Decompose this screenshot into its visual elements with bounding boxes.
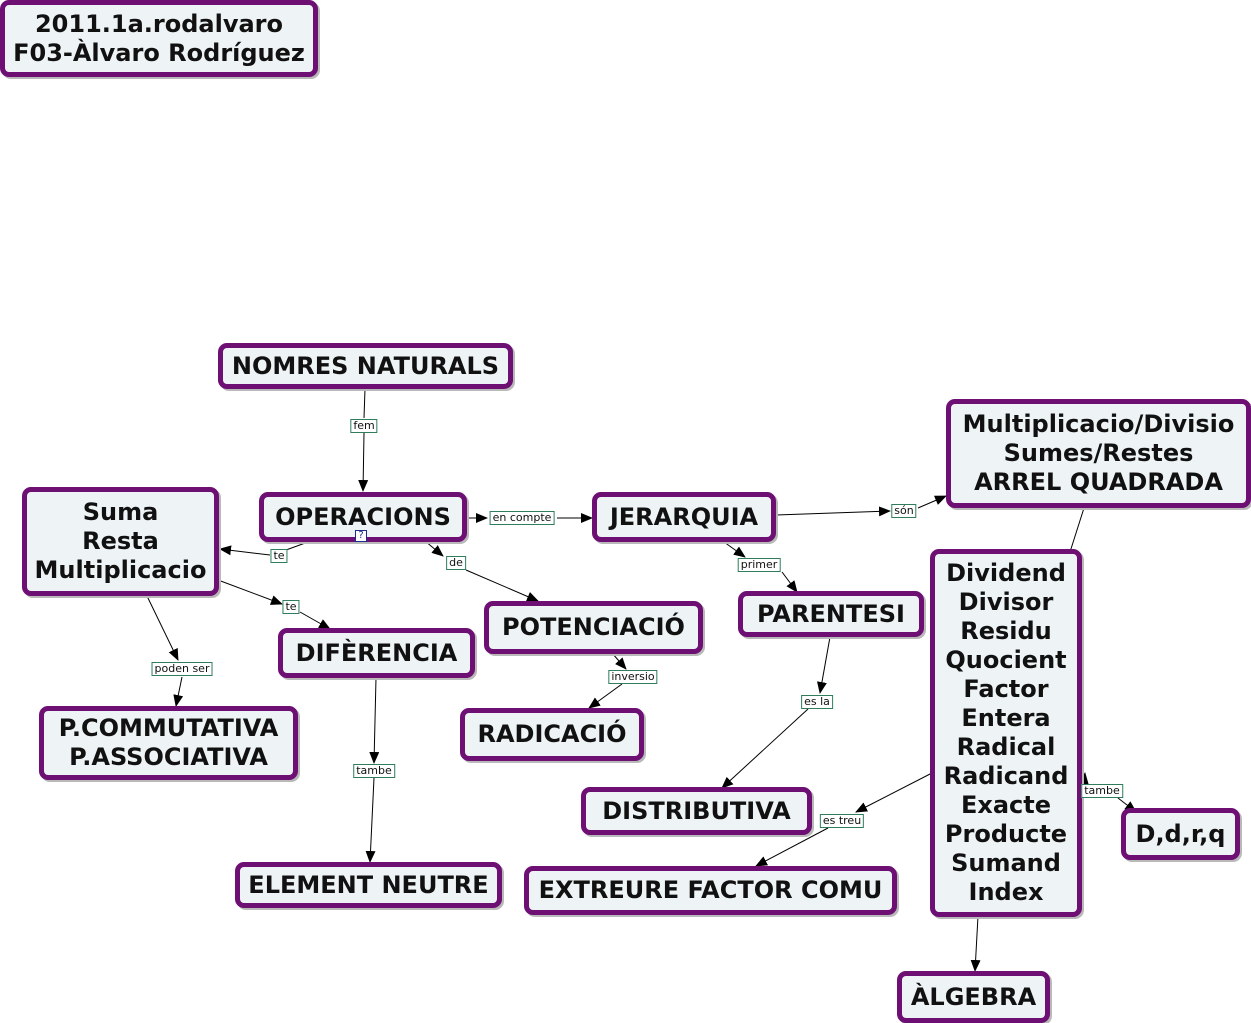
link-label-te[interactable]: te [270, 549, 288, 563]
concept-propietats[interactable]: P.COMMUTATIVA P.ASSOCIATIVA [39, 706, 298, 780]
concept-label: DISTRIBUTIVA [602, 796, 791, 825]
link-label-de[interactable]: de [446, 556, 466, 570]
link-label-primer[interactable]: primer [737, 558, 781, 572]
concept-nombres-naturals[interactable]: NOMRES NATURALS [218, 343, 513, 389]
concept-label-3: ARREL QUADRADA [974, 468, 1223, 496]
concept-label-11: Sumand [951, 849, 1061, 877]
concept-label-12: Index [968, 878, 1044, 906]
concept-label-2: Resta [82, 527, 159, 555]
concept-label-3: Multiplicacio [34, 556, 207, 584]
link-label-tambe[interactable]: tambe [353, 764, 395, 778]
question-doc-icon[interactable]: ? [355, 530, 367, 542]
concept-label: DIFÈRENCIA [295, 638, 458, 667]
concept-label: EXTREURE FACTOR COMU [538, 876, 883, 904]
concept-label: D,d,r,q [1135, 819, 1226, 848]
concept-extreure-factor-comu[interactable]: EXTREURE FACTOR COMU [524, 866, 897, 915]
concept-element-neutre[interactable]: ELEMENT NEUTRE [235, 862, 502, 908]
link-label-te-2[interactable]: te [282, 600, 300, 614]
link-label-son[interactable]: són [891, 504, 917, 518]
concept-label-5: Factor [963, 675, 1049, 703]
concept-label-9: Exacte [960, 791, 1052, 819]
concept-label-7: Radical [956, 733, 1056, 761]
concept-label: NOMRES NATURALS [231, 351, 500, 380]
concept-radicacio[interactable]: RADICACIÓ [460, 708, 644, 761]
title-node[interactable]: 2011.1a.rodalvaro F03-Àlvaro Rodríguez [0, 0, 318, 77]
title-line-1: 2011.1a.rodalvaro [34, 9, 283, 38]
concept-label: ÀLGEBRA [910, 982, 1037, 1011]
concept-potenciacio[interactable]: POTENCIACIÓ [484, 601, 703, 654]
concept-label: ELEMENT NEUTRE [248, 870, 489, 899]
concept-label-1: P.COMMUTATIVA [58, 714, 279, 742]
concept-label: RADICACIÓ [477, 720, 627, 748]
concept-label-1: Dividend [946, 559, 1066, 587]
link-label-tambe-2[interactable]: tambe [1081, 784, 1123, 798]
concept-suma-resta-multiplicacio[interactable]: Suma Resta Multiplicacio [22, 487, 219, 596]
concept-termes[interactable]: Dividend Divisor Residu Quocient Factor … [930, 549, 1082, 917]
concept-label-1: Multiplicacio/Divisio [962, 410, 1235, 438]
concept-label-4: Quocient [945, 646, 1067, 674]
concept-label-1: Suma [82, 498, 159, 526]
concept-label: POTENCIACIÓ [502, 613, 685, 641]
concept-diferencia[interactable]: DIFÈRENCIA [278, 628, 475, 678]
concept-label-2: P.ASSOCIATIVA [69, 743, 268, 771]
concept-label: PARENTESI [757, 599, 905, 628]
concept-label-2: Sumes/Restes [1003, 439, 1194, 467]
link-label-en-compte[interactable]: en compte [489, 511, 555, 525]
concept-multiplicacio-divisio[interactable]: Multiplicacio/Divisio Sumes/Restes ARREL… [946, 399, 1251, 508]
concept-label: JERARQUIA [609, 502, 759, 531]
concept-label-2: Divisor [958, 588, 1054, 616]
concept-label-8: Radicand [943, 762, 1069, 790]
link-label-fem[interactable]: fem [350, 419, 378, 433]
title-line-2: F03-Àlvaro Rodríguez [13, 38, 305, 67]
link-label-inversio[interactable]: inversio [608, 670, 658, 684]
concept-label: OPERACIONS [275, 502, 451, 531]
concept-label-6: Entera [961, 704, 1051, 732]
link-label-es-la[interactable]: es la [801, 695, 833, 709]
concept-ddrq[interactable]: D,d,r,q [1121, 808, 1240, 860]
concept-label-3: Residu [960, 617, 1052, 645]
link-label-poden-ser[interactable]: poden ser [151, 662, 213, 676]
concept-label-10: Producte [944, 820, 1068, 848]
link-label-es-treu[interactable]: es treu [819, 814, 865, 828]
concept-distributiva[interactable]: DISTRIBUTIVA [581, 787, 812, 835]
concept-operacions[interactable]: OPERACIONS [259, 492, 467, 542]
concept-jerarquia[interactable]: JERARQUIA [592, 492, 776, 542]
concept-parentesi[interactable]: PARENTESI [738, 591, 924, 637]
concept-algebra[interactable]: ÀLGEBRA [897, 971, 1050, 1023]
